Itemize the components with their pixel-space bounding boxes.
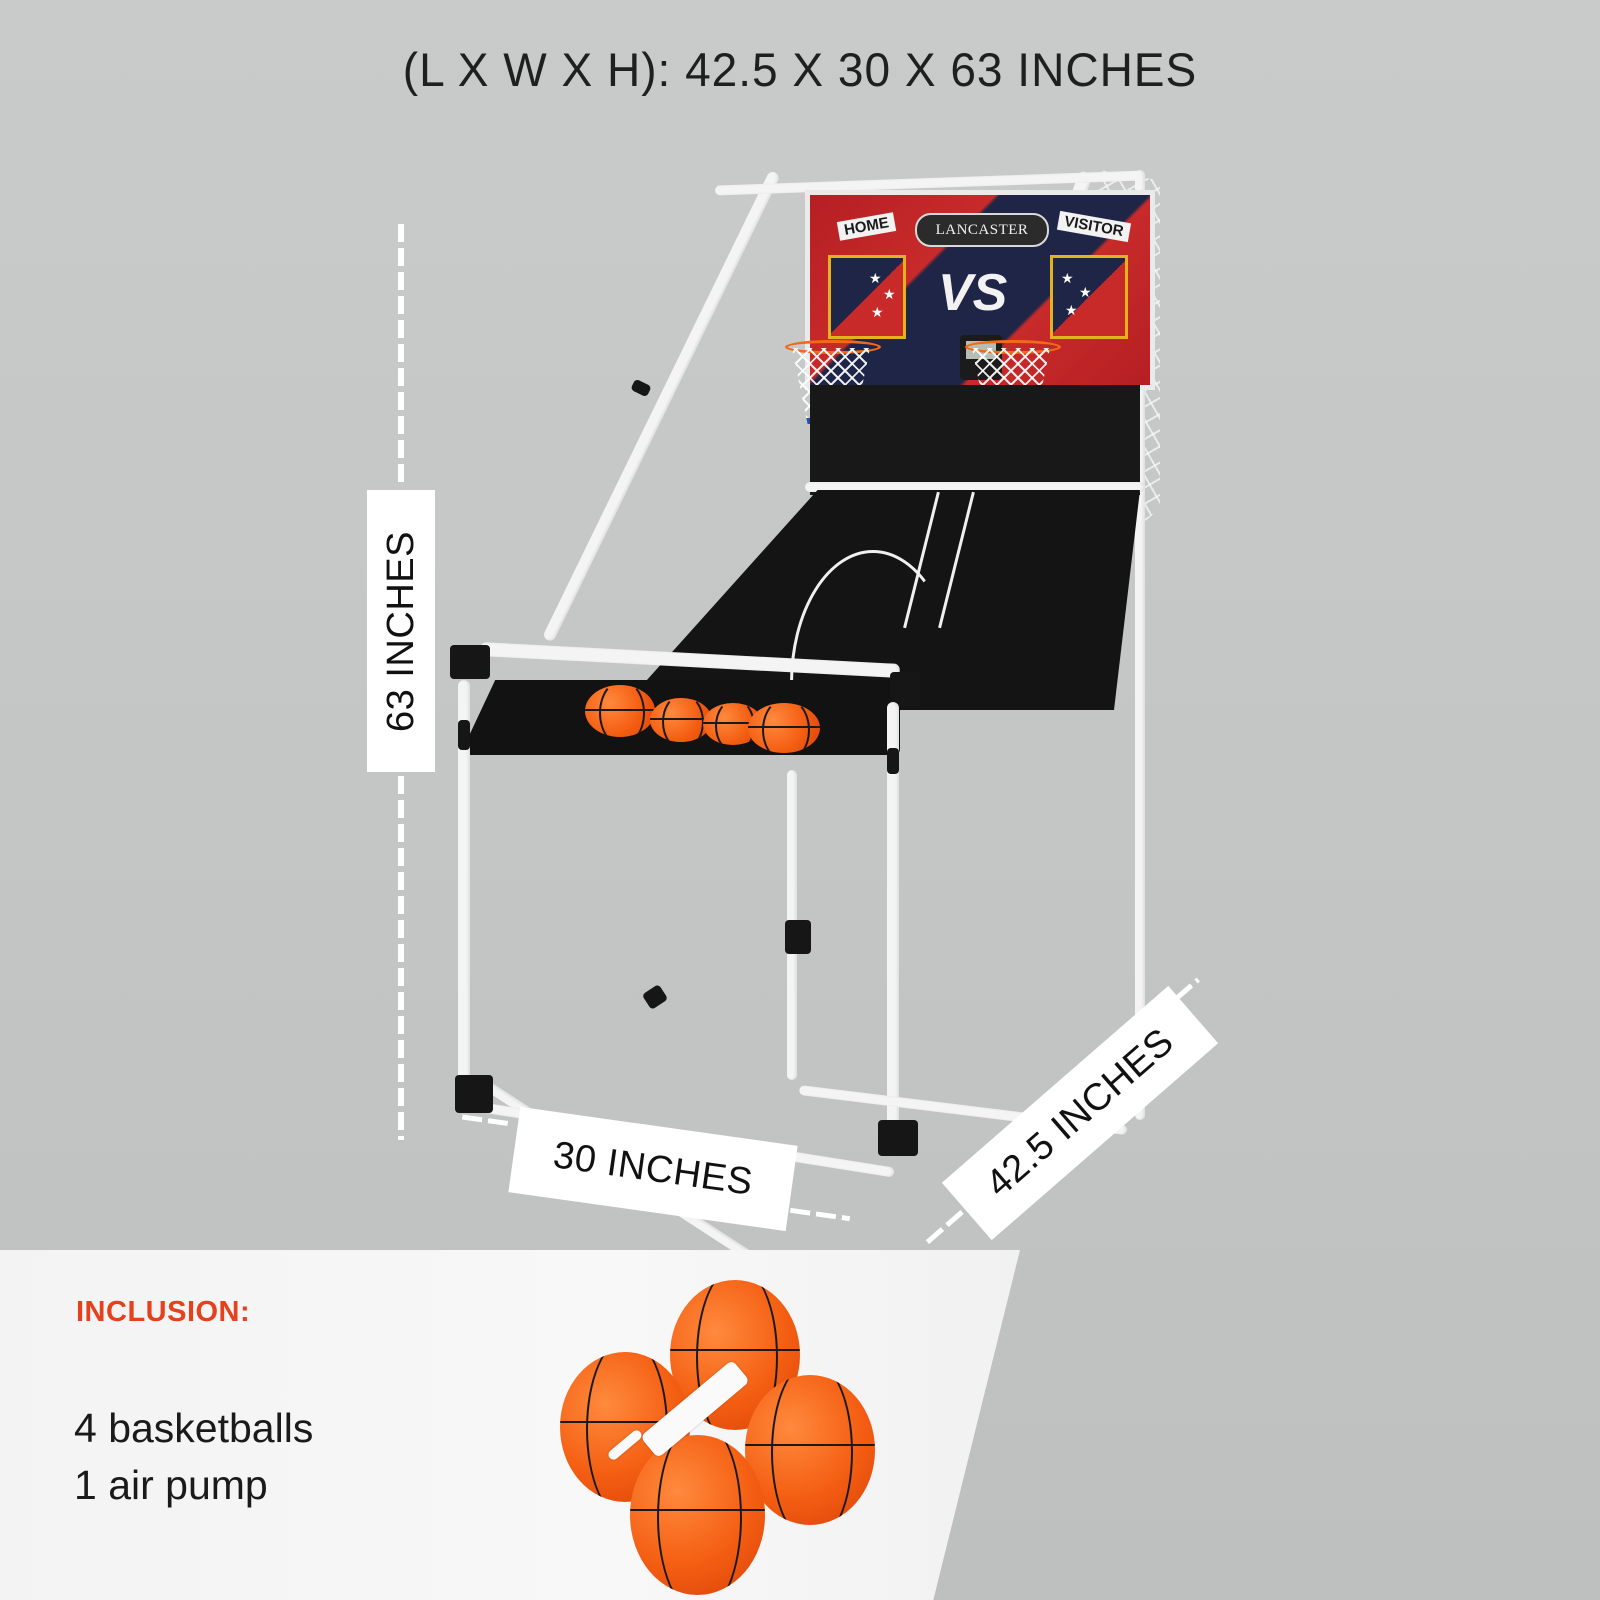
visitor-panel: ★ ★ ★ [1050,255,1128,339]
arcade-basketball-game-illustration: HOME VISITOR ★ ★ ★ ★ ★ ★ LANCASTER VS [440,150,1220,1292]
star-icon: ★ [871,304,884,320]
base-rear-left-corner [785,920,811,954]
arch-joint [630,378,652,398]
star-icon: ★ [1079,284,1092,300]
height-dimension-line-top [398,224,404,486]
inclusion-title: INCLUSION: [76,1296,251,1328]
star-icon: ★ [1061,270,1074,286]
width-dimension-line-right [789,1207,851,1222]
height-dimension-line-bottom [398,776,404,1140]
court-lane-line [938,491,975,629]
star-icon: ★ [883,286,896,302]
front-right-leg [887,702,899,1142]
basketball [745,1375,875,1525]
front-left-corner-joint [450,645,490,679]
basketball [650,698,712,742]
base-front-left-corner [455,1075,493,1113]
star-icon: ★ [869,270,882,286]
included-items-image [555,1280,885,1600]
leg-joint [887,748,899,774]
backdrop-fabric [810,385,1140,495]
front-left-leg [458,680,470,1100]
brand-logo: LANCASTER [915,213,1049,247]
inclusion-item-air-pump: 1 air pump [74,1462,268,1508]
visitor-label: VISITOR [1057,210,1132,243]
height-label: 63 INCHES [367,490,435,772]
mid-crossbar-pipe [805,482,1145,492]
front-right-corner-joint [890,672,920,706]
basketball [630,1435,765,1595]
home-label: HOME [836,212,897,241]
vs-text: VS [938,264,1008,322]
inclusion-item-basketballs: 4 basketballs [74,1405,314,1451]
star-icon: ★ [1065,302,1078,318]
base-front-right-corner [878,1120,918,1156]
home-panel: ★ ★ ★ [828,255,906,339]
dimensions-headline: (L X W X H): 42.5 X 30 X 63 INCHES [402,43,1198,96]
base-pipe-joint [641,984,669,1010]
width-label-text: 30 INCHES [550,1133,756,1204]
height-label-text: 63 INCHES [379,530,422,732]
rear-right-post [1135,170,1145,1120]
leg-joint [458,720,470,750]
basketball [585,685,655,737]
basketball [748,703,820,753]
